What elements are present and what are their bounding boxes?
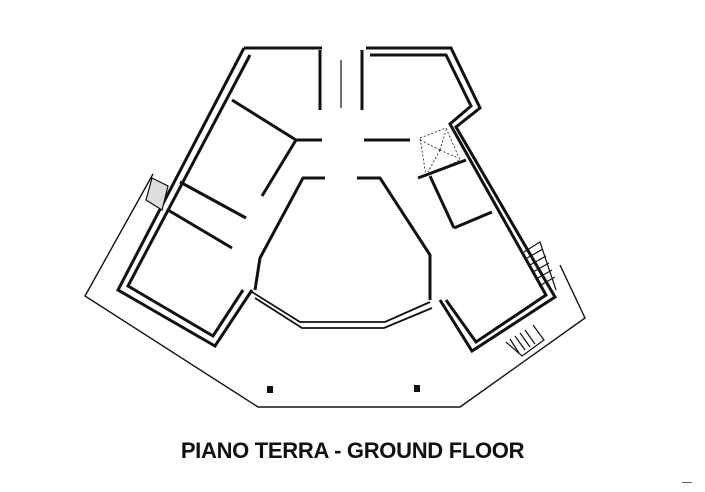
corridor-walls — [253, 50, 432, 300]
outer-walls — [116, 46, 558, 354]
interior-stair — [419, 127, 461, 177]
scale-mark — [682, 482, 692, 483]
terrace-column-left — [267, 386, 273, 393]
exterior-stairs-south — [505, 324, 545, 357]
plan-caption: PIANO TERRA - GROUND FLOOR — [180, 438, 525, 463]
terrace-outline — [84, 173, 586, 408]
west-entry — [145, 177, 169, 211]
interior-walls — [167, 98, 493, 250]
courtyard-wall — [251, 291, 433, 329]
terrace-column-right — [414, 385, 420, 392]
exterior-stairs-east — [523, 241, 557, 291]
